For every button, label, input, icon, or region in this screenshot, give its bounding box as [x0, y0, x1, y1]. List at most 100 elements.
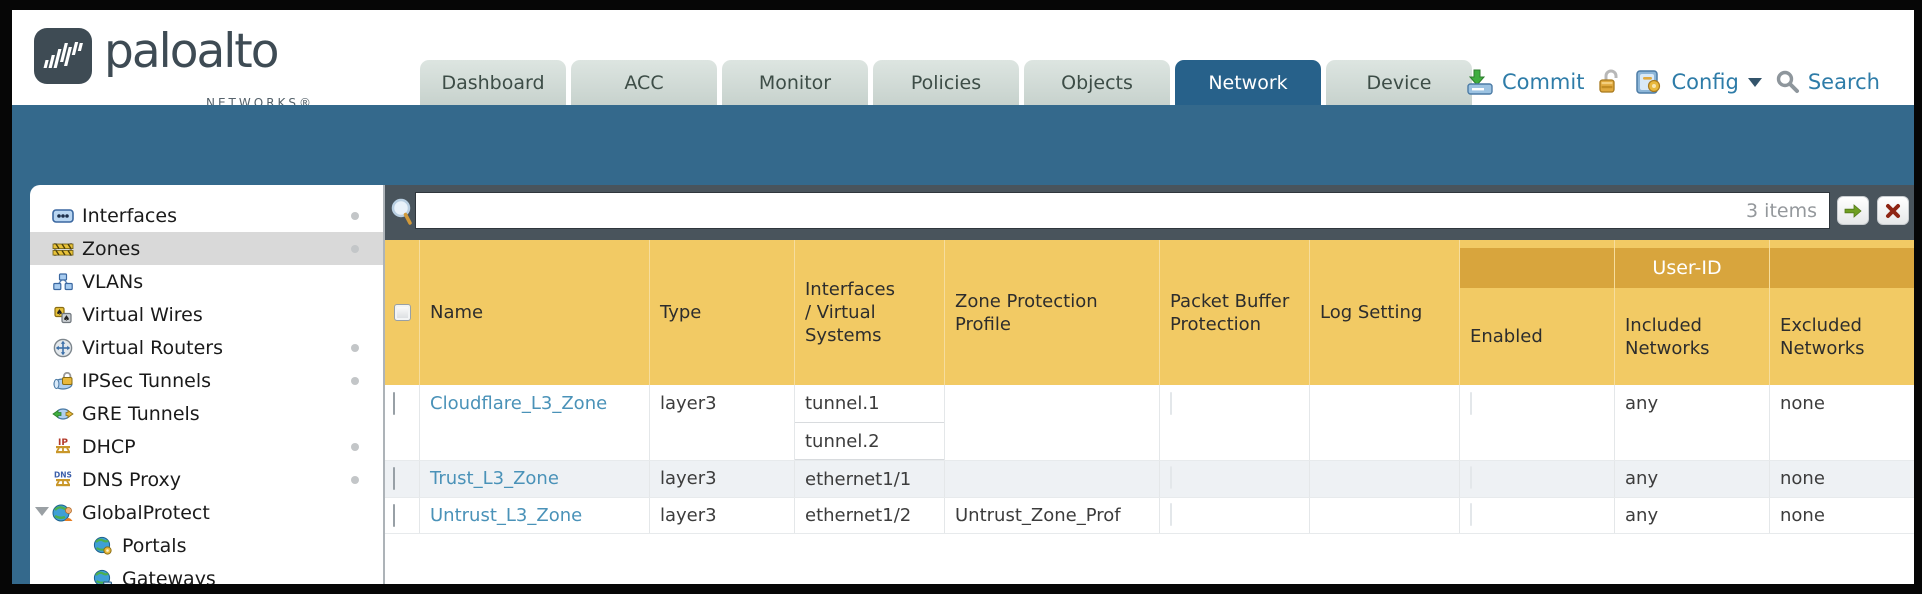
sidebar-item-ipsec-tunnels[interactable]: IPSec Tunnels	[30, 364, 383, 397]
packet-buffer-checkbox[interactable]	[1170, 392, 1172, 415]
col-header-packet-buffer-protection[interactable]: Packet Buffer Protection	[1160, 240, 1310, 385]
zone-interfaces-cell: tunnel.1 tunnel.2	[795, 385, 945, 460]
tab-dashboard[interactable]: Dashboard	[420, 60, 566, 105]
sidebar-item-virtual-routers[interactable]: Virtual Routers	[30, 331, 383, 364]
gateways-icon	[92, 569, 114, 584]
gre-tunnels-icon	[52, 404, 74, 424]
zone-protection-profile-cell: Untrust_Zone_Prof	[945, 498, 1160, 533]
sidebar-item-globalprotect[interactable]: GlobalProtect	[30, 496, 383, 529]
go-arrow-icon	[1844, 203, 1862, 218]
row-checkbox[interactable]	[393, 467, 395, 490]
sidebar-item-gre-tunnels[interactable]: GRE Tunnels	[30, 397, 383, 430]
filter-toolbar: 3 items	[385, 185, 1914, 240]
svg-text:♠: ♠	[56, 308, 63, 317]
paloalto-logo-icon	[34, 28, 92, 84]
tab-acc[interactable]: ACC	[571, 60, 717, 105]
excluded-networks-cell: none	[1780, 505, 1825, 526]
sidebar-item-vlans[interactable]: VLANs	[30, 265, 383, 298]
apply-filter-button[interactable]	[1837, 196, 1869, 225]
zone-name-cell: Untrust_L3_Zone	[420, 498, 650, 533]
col-header-type[interactable]: Type	[650, 240, 795, 385]
zone-name-link[interactable]: Trust_L3_Zone	[430, 468, 559, 489]
virtual-routers-icon	[52, 338, 74, 358]
filter-input[interactable]: 3 items	[415, 192, 1830, 229]
zone-name-link[interactable]: Untrust_L3_Zone	[430, 505, 583, 526]
row-checkbox[interactable]	[393, 504, 395, 527]
clear-filter-button[interactable]	[1877, 196, 1909, 225]
table-row: Untrust_L3_Zone layer3 ethernet1/2 Untru…	[385, 498, 1914, 534]
status-dot	[351, 377, 359, 385]
col-header-interfaces[interactable]: Interfaces / Virtual Systems	[795, 240, 945, 385]
zone-protection-profile-cell	[945, 385, 1160, 460]
packet-buffer-checkbox[interactable]	[1170, 503, 1172, 526]
zone-type-cell: layer3	[650, 385, 795, 460]
zone-type-cell: layer3	[650, 461, 795, 497]
user-id-enabled-cell	[1460, 498, 1615, 533]
log-setting-cell	[1310, 498, 1460, 533]
packet-buffer-protection-cell	[1160, 385, 1310, 460]
sidebar-item-virtual-wires[interactable]: ♠♠ Virtual Wires	[30, 298, 383, 331]
tab-monitor[interactable]: Monitor	[722, 60, 868, 105]
unlock-icon	[1599, 69, 1618, 93]
col-header-included-networks[interactable]: Included Networks	[1615, 240, 1770, 385]
sidebar-item-gateways[interactable]: Gateways	[30, 562, 383, 584]
select-all-checkbox[interactable]	[393, 304, 411, 321]
vlans-icon	[52, 272, 74, 292]
zone-name-link[interactable]: Cloudflare_L3_Zone	[430, 393, 608, 414]
packet-buffer-protection-cell	[1160, 461, 1310, 497]
col-header-zone-protection-profile[interactable]: Zone Protection Profile	[945, 240, 1160, 385]
zones-icon	[52, 239, 74, 259]
app-window: paloalto NETWORKS® Dashboard ACC Monitor…	[12, 10, 1914, 584]
col-header-excluded-networks[interactable]: Excluded Networks	[1780, 314, 1865, 359]
enabled-checkbox[interactable]	[1470, 466, 1472, 489]
packet-buffer-protection-cell	[1160, 498, 1310, 533]
dns-proxy-icon: DNS	[52, 470, 74, 490]
svg-text:♠: ♠	[63, 314, 70, 323]
status-dot	[351, 476, 359, 484]
zone-name-cell: Trust_L3_Zone	[420, 461, 650, 497]
main-tabs: Dashboard ACC Monitor Policies Objects N…	[420, 60, 1472, 105]
sidebar-item-zones[interactable]: Zones	[30, 232, 383, 265]
row-checkbox[interactable]	[393, 392, 395, 415]
tab-network[interactable]: Network	[1175, 60, 1321, 105]
tab-objects[interactable]: Objects	[1024, 60, 1170, 105]
interfaces-icon	[52, 206, 74, 226]
user-id-enabled-cell	[1460, 385, 1615, 460]
brand-wordmark: paloalto	[104, 24, 279, 79]
col-header-log-setting[interactable]: Log Setting	[1310, 240, 1460, 385]
packet-buffer-checkbox[interactable]	[1170, 466, 1172, 489]
sidebar-item-interfaces[interactable]: Interfaces	[30, 199, 383, 232]
tab-policies[interactable]: Policies	[873, 60, 1019, 105]
filter-search-icon	[391, 198, 412, 225]
enabled-checkbox[interactable]	[1470, 392, 1472, 415]
table-header: User-ID Name Type Interfaces / Virtual S…	[385, 240, 1914, 385]
config-icon	[1636, 70, 1661, 94]
clear-x-icon	[1886, 203, 1900, 218]
enabled-checkbox[interactable]	[1470, 503, 1472, 526]
sidebar-item-dns-proxy[interactable]: DNS DNS Proxy	[30, 463, 383, 496]
included-networks-cell: any	[1615, 498, 1770, 533]
global-search-button[interactable]: Search	[1775, 69, 1880, 95]
svg-text:IP: IP	[58, 438, 68, 448]
user-id-enabled-cell	[1460, 461, 1615, 497]
sidebar-item-dhcp[interactable]: IP DHCP	[30, 430, 383, 463]
included-networks-cell: any	[1615, 385, 1770, 460]
tab-device[interactable]: Device	[1326, 60, 1472, 105]
commit-icon	[1467, 69, 1493, 95]
header-actions: Commit	[1465, 62, 1880, 102]
commit-button[interactable]: Commit	[1465, 68, 1584, 96]
unlock-button[interactable]	[1597, 69, 1621, 95]
search-icon	[1776, 70, 1799, 93]
collapse-triangle-icon[interactable]	[35, 507, 49, 516]
col-header-name[interactable]: Name	[420, 240, 650, 385]
config-menu-button[interactable]: Config	[1634, 68, 1762, 96]
status-dot	[351, 344, 359, 352]
portals-icon	[92, 536, 114, 556]
row-select-cell	[385, 461, 420, 497]
col-header-enabled[interactable]: Enabled	[1460, 240, 1615, 385]
log-setting-cell	[1310, 461, 1460, 497]
sidebar-item-portals[interactable]: Portals	[30, 529, 383, 562]
excluded-networks-cell: none	[1780, 468, 1825, 489]
status-dot	[351, 245, 359, 253]
